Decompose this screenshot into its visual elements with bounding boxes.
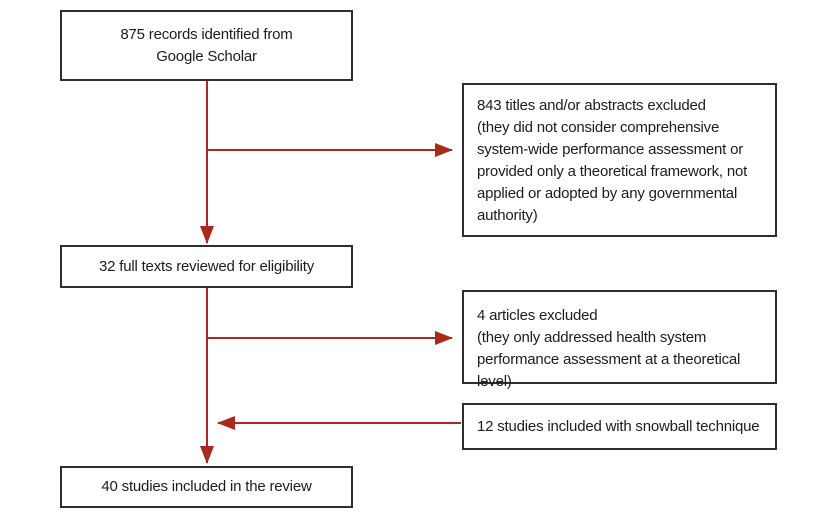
node-titles-abstracts-excluded: 843 titles and/or abstracts excluded (th… — [462, 83, 777, 237]
node-fulltexts-reviewed: 32 full texts reviewed for eligibility — [60, 245, 353, 288]
node-snowball-studies: 12 studies included with snowball techni… — [462, 403, 777, 450]
node-articles-excluded-text: 4 articles excluded (they only addressed… — [477, 307, 741, 390]
node-records-identified-text: 875 records identified from Google Schol… — [120, 25, 293, 65]
node-fulltexts-reviewed-text: 32 full texts reviewed for eligibility — [99, 257, 314, 275]
node-articles-excluded: 4 articles excluded (they only addressed… — [462, 290, 777, 390]
node-records-identified: 875 records identified from Google Schol… — [60, 10, 353, 81]
node-titles-abstracts-excluded-text: 843 titles and/or abstracts excluded (th… — [477, 97, 748, 224]
node-studies-included: 40 studies included in the review — [60, 466, 353, 508]
node-studies-included-text: 40 studies included in the review — [101, 478, 312, 495]
node-snowball-studies-text: 12 studies included with snowball techni… — [477, 417, 760, 435]
